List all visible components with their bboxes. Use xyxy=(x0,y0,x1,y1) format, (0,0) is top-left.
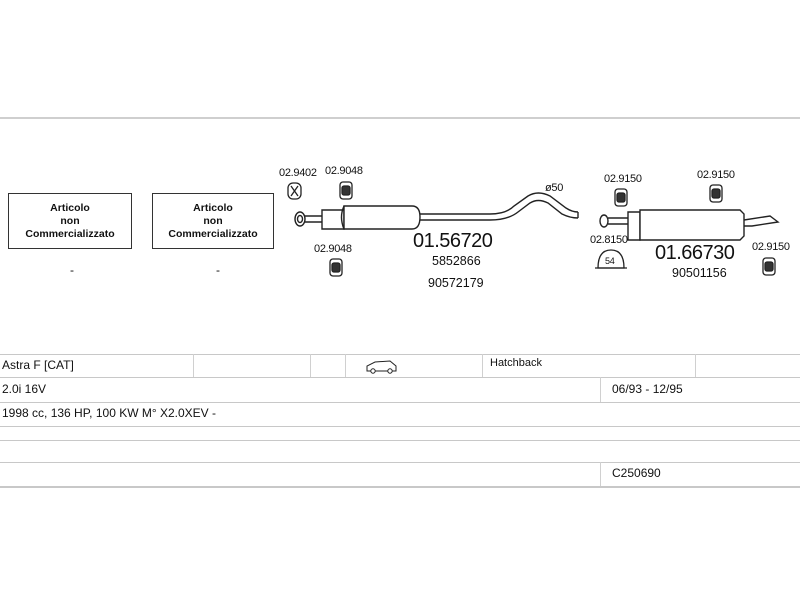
clamp-icons-b xyxy=(595,184,776,276)
catalog-code: C250690 xyxy=(612,466,661,480)
col-sep-1 xyxy=(193,354,194,377)
part-number-01-66730[interactable]: 01.66730 xyxy=(655,242,735,264)
col-sep-6 xyxy=(600,462,601,486)
box-text-line3: Commercializzato xyxy=(168,227,258,240)
unavailable-box-1: Articolo non Commercializzato xyxy=(8,193,132,249)
clamp-label-02-9150-right: 02.9150 xyxy=(697,169,735,181)
vehicle-model: Astra F [CAT] xyxy=(2,358,74,372)
box-1-dash: - xyxy=(70,263,74,277)
box-text-line2: non xyxy=(203,214,223,227)
top-divider xyxy=(0,117,800,119)
gasket-size: 54 xyxy=(605,256,615,266)
clamp-label-02-9402: 02.9402 xyxy=(279,167,317,179)
rear-silencer-drawing xyxy=(599,209,780,241)
clamp-label-02-9150-bottom: 02.9150 xyxy=(752,241,790,253)
pipe-diameter-label: ø50 xyxy=(545,182,564,194)
box-text-line2: non xyxy=(60,214,80,227)
box-text-line1: Articolo xyxy=(50,201,90,214)
engine-name: 2.0i 16V xyxy=(2,382,47,396)
body-type: Hatchback xyxy=(490,357,542,369)
table-line-2 xyxy=(0,377,800,378)
clamp-icons-a xyxy=(287,181,353,277)
table-line-3 xyxy=(0,402,800,403)
box-text-line3: Commercializzato xyxy=(25,227,115,240)
box-text-line1: Articolo xyxy=(193,201,233,214)
clamp-label-02-9048-bottom: 02.9048 xyxy=(314,243,352,255)
unavailable-box-2: Articolo non Commercializzato xyxy=(152,193,274,249)
col-sep-3 xyxy=(345,354,346,377)
table-line-5 xyxy=(0,440,800,441)
oem-number-5852866: 5852866 xyxy=(432,254,481,268)
middle-silencer-drawing xyxy=(294,192,579,230)
table-line-7 xyxy=(0,486,800,488)
gasket-label-02-8150: 02.8150 xyxy=(590,234,628,246)
clamp-label-02-9150-left: 02.9150 xyxy=(604,173,642,185)
oem-number-90572179: 90572179 xyxy=(428,276,484,290)
production-years: 06/93 - 12/95 xyxy=(612,382,683,396)
table-line-4 xyxy=(0,426,800,427)
col-sep-7 xyxy=(695,354,696,377)
oem-number-90501156: 90501156 xyxy=(672,266,727,280)
table-line-1 xyxy=(0,354,800,355)
part-number-01-56720[interactable]: 01.56720 xyxy=(413,230,493,252)
table-line-6 xyxy=(0,462,800,463)
col-sep-4 xyxy=(482,354,483,377)
engine-specs: 1998 cc, 136 HP, 100 KW M° X2.0XEV - xyxy=(2,406,217,420)
box-2-dash: - xyxy=(216,263,220,277)
col-sep-5 xyxy=(600,377,601,402)
clamp-label-02-9048-top: 02.9048 xyxy=(325,165,363,177)
col-sep-2 xyxy=(310,354,311,377)
